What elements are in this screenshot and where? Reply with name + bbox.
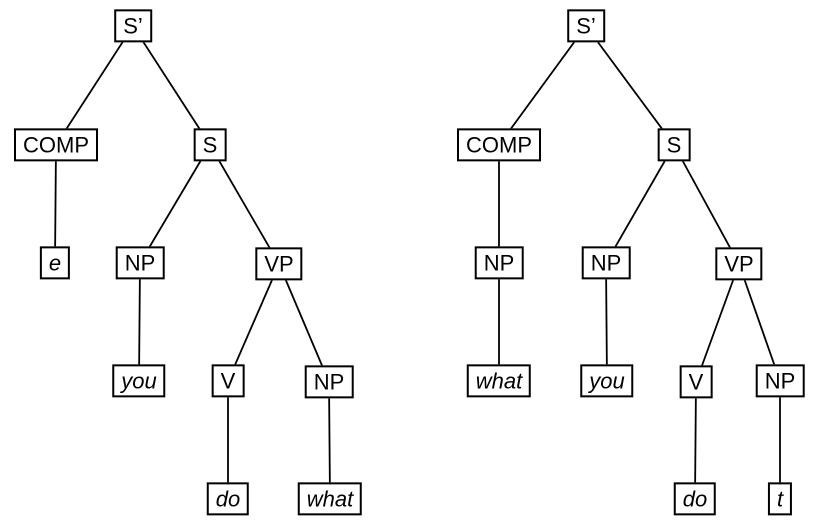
right-tree-edge-v-do: [694, 381, 697, 500]
right-tree-edge-vp-np2: [738, 263, 781, 382]
right-tree-edge-vp-v: [695, 263, 740, 383]
left-tree-node-what: what: [297, 482, 363, 516]
right-tree-node-sprime: S’: [567, 9, 605, 43]
right-tree-node-np1: NP: [581, 246, 631, 280]
left-tree-node-e: e: [39, 246, 71, 280]
right-tree-edge-s-vp: [673, 144, 740, 265]
left-tree-node-s: S: [193, 128, 227, 162]
left-tree-edge-np1-you: [138, 262, 141, 382]
right-tree-node-what: what: [466, 364, 532, 398]
left-tree-edge-comp-e: [54, 144, 57, 264]
right-tree-node-vp: VP: [715, 247, 763, 281]
right-tree-edge-sprime-s: [585, 25, 675, 146]
right-tree-node-comp: COMP: [457, 128, 541, 162]
right-tree-node-np2: NP: [755, 364, 805, 398]
left-tree-edge-vp-v: [227, 263, 280, 382]
right-tree-node-do: do: [673, 482, 717, 516]
left-tree-edge-s-np1: [139, 144, 211, 264]
right-tree-edge-s-np1: [605, 144, 675, 264]
right-tree-node-v: V: [679, 365, 713, 399]
left-tree-node-np2: NP: [304, 365, 354, 399]
left-tree-edge-sprime-comp: [55, 25, 134, 146]
left-tree-node-sprime: S’: [114, 9, 152, 43]
right-tree-node-np0: NP: [474, 246, 524, 280]
left-tree-edge-np2-what: [328, 381, 331, 500]
right-tree-node-you: you: [580, 364, 634, 398]
left-tree-node-v: V: [211, 364, 245, 398]
right-tree-node-t: t: [767, 482, 793, 516]
left-tree-node-comp: COMP: [14, 128, 98, 162]
left-tree-node-vp: VP: [255, 247, 303, 281]
left-tree-edge-vp-np2: [278, 263, 330, 383]
right-tree-edge-sprime-comp: [498, 25, 587, 146]
left-tree-edge-s-vp: [209, 144, 280, 265]
right-tree-node-s: S: [657, 128, 691, 162]
left-tree-node-do: do: [206, 482, 250, 516]
left-tree-edge-sprime-s: [132, 25, 211, 146]
left-tree-node-np1: NP: [115, 246, 165, 280]
left-tree-node-you: you: [112, 364, 166, 398]
right-tree-edge-np1-you: [605, 262, 608, 382]
